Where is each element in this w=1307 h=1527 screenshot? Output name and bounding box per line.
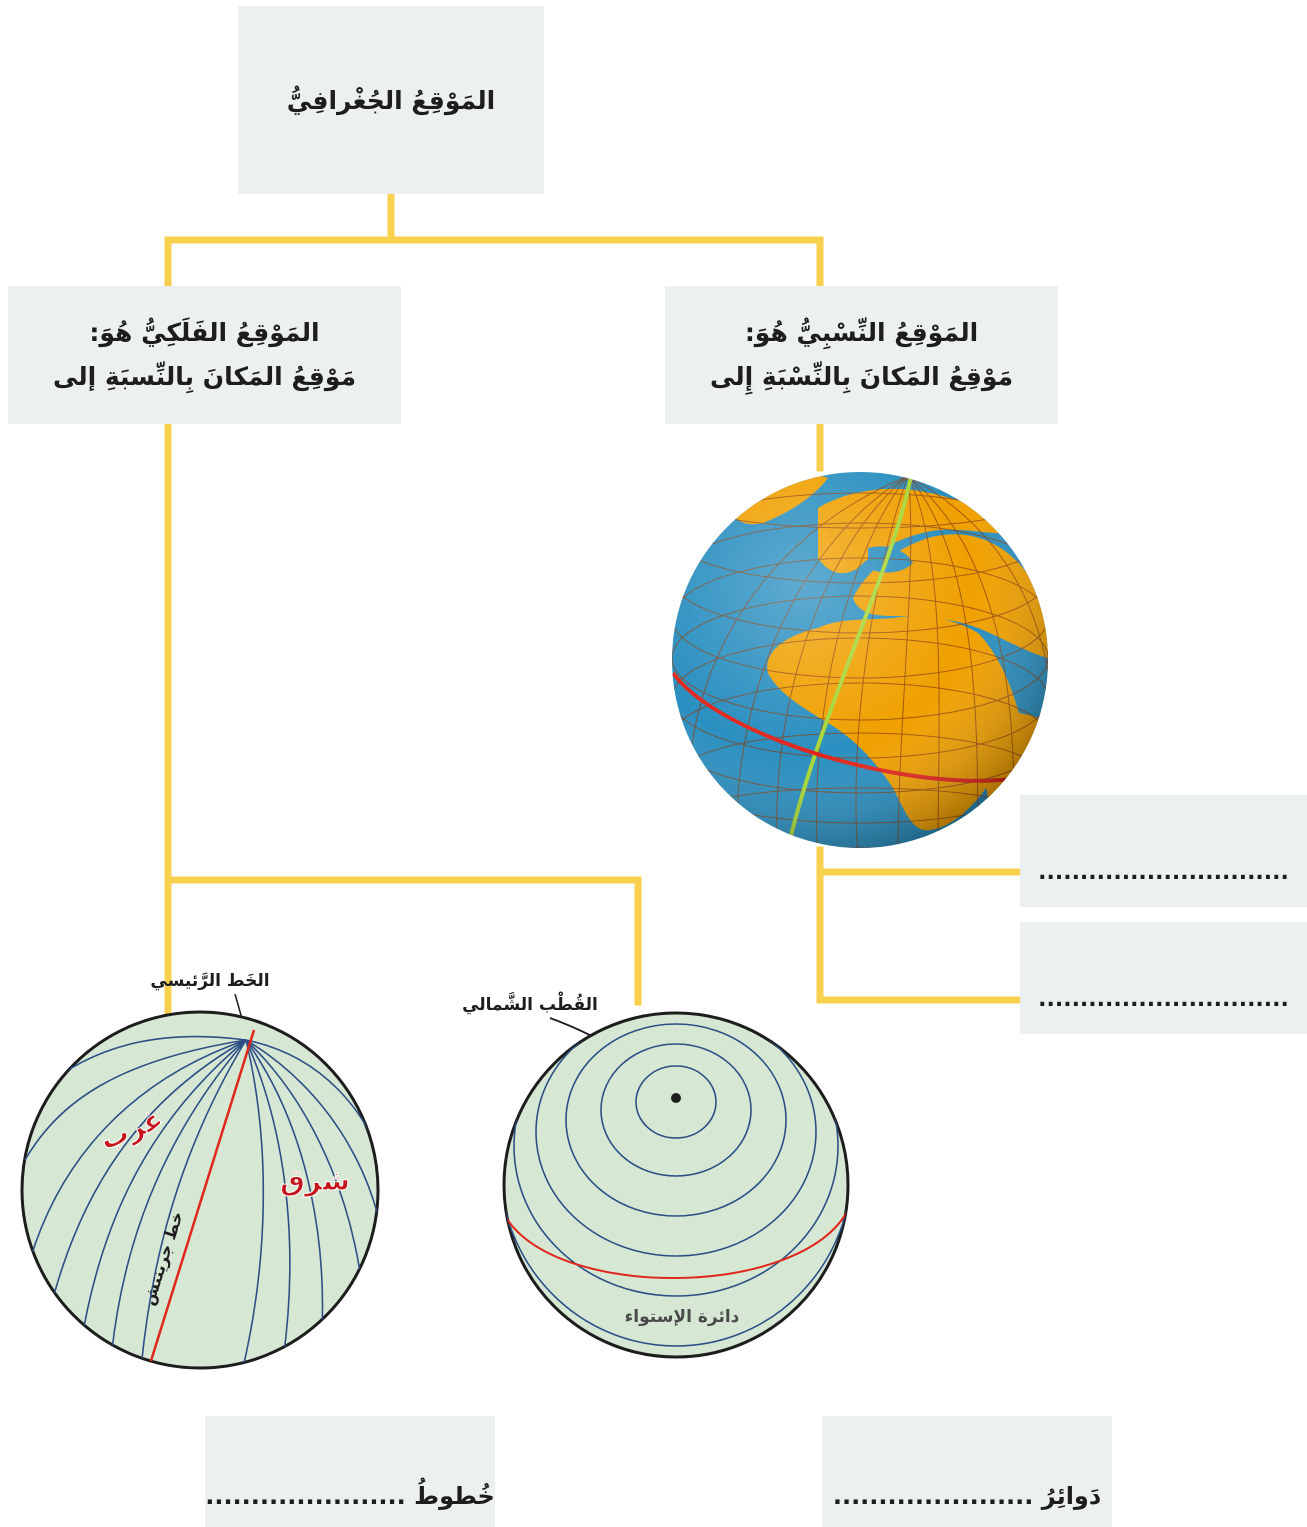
circles-answer-text: دَوائِرُ ......................: [832, 1481, 1102, 1510]
latitude-globe-body: [502, 1011, 850, 1359]
blank-box-1[interactable]: ..............................: [1020, 795, 1307, 907]
greenwich-line: [148, 1029, 256, 1365]
lines-answer-box[interactable]: خُطوطُ ......................: [205, 1416, 495, 1527]
parallel-circles: [504, 1013, 848, 1357]
prime-line-label: الخَط الرَّئيسي: [150, 971, 269, 991]
latitude-globe-image: القُطْب الشَّمالي دائرة الإستواء: [462, 990, 850, 1359]
astronomical-definition: مَوْقِعُ المَكانَ بِالنِّسبَةِ إلى: [52, 362, 357, 391]
root-title: المَوْقِعُ الجُغْرافِيُّ: [286, 85, 496, 115]
astronomical-title: المَوْقِعُ الفَلَكِيُّ هُوَ:: [89, 318, 320, 347]
root-box: المَوْقِعُ الجُغْرافِيُّ: [238, 6, 544, 194]
astronomical-location-box: المَوْقِعُ الفَلَكِيُّ هُوَ: مَوْقِعُ ال…: [8, 286, 401, 424]
equator-label: دائرة الإستواء: [625, 1307, 740, 1327]
east-label: شرق: [280, 1164, 350, 1197]
north-pole-label: القُطْب الشَّمالي: [462, 990, 598, 1015]
blank-dots-2: ..............................: [1038, 986, 1289, 1012]
earth-globe-image: [672, 472, 1048, 848]
blank-dots-1: ..............................: [1038, 859, 1289, 885]
relative-title: المَوْقِعُ النِّسْبِيُّ هُوَ:: [744, 318, 979, 347]
north-pole-dot: [671, 1093, 681, 1103]
relative-definition: مَوْقِعُ المَكانَ بِالنِّسْبَةِ إِلى: [709, 362, 1014, 391]
longitude-globe-image: الخَط الرَّئيسي غرب شرق خط جرينتش: [20, 971, 380, 1370]
circles-answer-box[interactable]: دَوائِرُ ......................: [822, 1416, 1112, 1527]
relative-location-box: المَوْقِعُ النِّسْبِيُّ هُوَ: مَوْقِعُ ا…: [665, 286, 1058, 424]
blank-box-2[interactable]: ..............................: [1020, 922, 1307, 1034]
meridian-lines: [24, 1035, 378, 1368]
lines-answer-text: خُطوطُ ......................: [205, 1481, 495, 1510]
equator-circle: [504, 1209, 848, 1279]
